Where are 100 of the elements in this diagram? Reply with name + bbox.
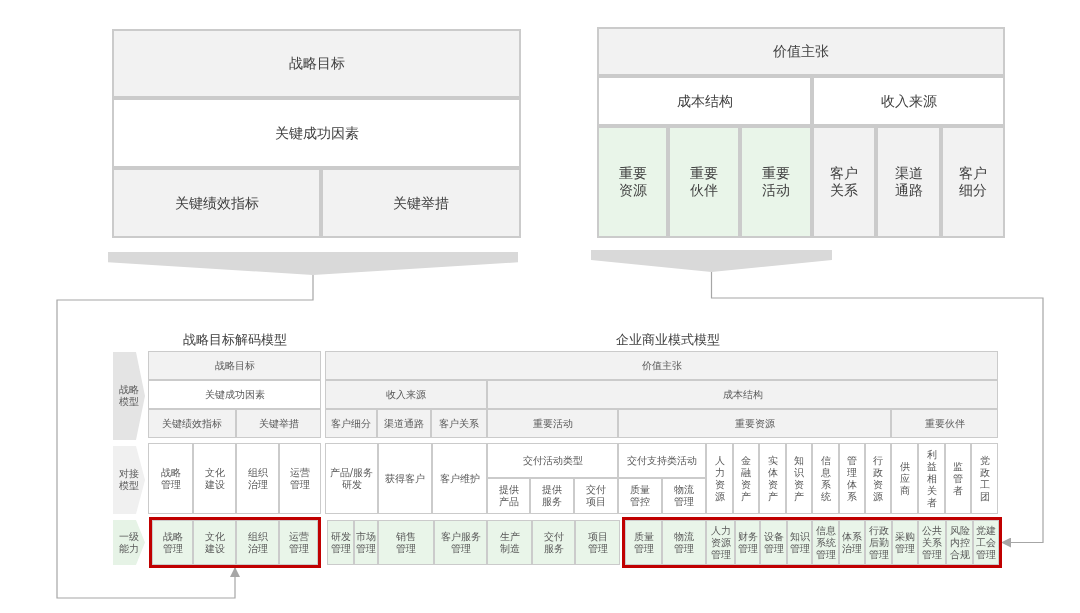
cell-text: 生产制造 (499, 530, 520, 555)
cell-text: 风险内控合规 (949, 524, 970, 561)
cell-text: 战略目标 (288, 55, 345, 72)
table-cell (325, 380, 487, 409)
cell-text: 体系治理 (842, 530, 862, 555)
table-cell (327, 520, 354, 565)
cell-text: 人力资源 (714, 454, 725, 503)
cell-text: 关键举措 (258, 417, 299, 430)
cell-text: 文化建设 (204, 466, 225, 491)
table-cell (487, 520, 532, 565)
table-cell (662, 478, 706, 514)
cell-text: 质量管控 (630, 484, 650, 508)
table-cell (618, 478, 662, 514)
table-cell (597, 76, 812, 126)
table-cell (812, 126, 876, 238)
cell-text: 组织治理 (247, 466, 268, 491)
table-cell (152, 520, 193, 565)
cell-text: 提供产品 (498, 484, 519, 508)
cell-text: 文化建设 (204, 530, 225, 555)
chevron-tab (113, 520, 145, 565)
cell-text: 交付活动类型 (522, 454, 583, 467)
table-cell (759, 443, 786, 514)
table-cell (812, 76, 1005, 126)
cell-text: 成本结构 (722, 388, 763, 401)
table-cell (865, 443, 891, 514)
table-cell (434, 520, 487, 565)
table-cell (431, 409, 487, 438)
table-cell (279, 443, 321, 514)
cell-text: 价值主张 (641, 359, 682, 372)
table-cell (892, 520, 918, 565)
table-cell (625, 520, 662, 565)
table-cell (733, 443, 759, 514)
table-cell (597, 126, 668, 238)
cell-text: 提供服务 (542, 484, 562, 508)
table-cell (148, 351, 321, 380)
cell-text: 信息系统管理 (815, 524, 836, 561)
cell-text: 关键绩效指标 (162, 417, 222, 430)
table-cell (236, 409, 321, 438)
table-cell (487, 409, 618, 438)
table-cell (662, 520, 706, 565)
cell-text: 产品/服务研发 (328, 466, 375, 491)
cell-text: 战略管理 (162, 530, 183, 555)
table-cell (839, 520, 865, 565)
table-cell (432, 443, 487, 514)
cell-text: 知识资产 (794, 454, 804, 503)
funnel-shape (108, 252, 518, 275)
table-cell (236, 520, 279, 565)
cell-text: 知识管理 (789, 530, 810, 555)
cell-text: 成本结构 (676, 92, 733, 110)
cell-text: 销售管理 (396, 530, 416, 555)
table-cell (236, 443, 279, 514)
table-cell (945, 443, 971, 514)
cell-text: 重要伙伴 (924, 417, 965, 430)
cell-text: 党建工会管理 (976, 524, 996, 561)
cell-text: 信息系统 (820, 454, 831, 503)
table-cell (148, 409, 236, 438)
table-cell (378, 443, 432, 514)
cell-text: 重要活动 (762, 165, 790, 199)
table-cell (148, 380, 321, 409)
table-cell (876, 126, 941, 238)
table-cell (891, 443, 918, 514)
cell-text: 物流管理 (674, 484, 694, 508)
cell-text: 收入来源 (880, 92, 937, 110)
table-cell (941, 126, 1005, 238)
cell-text: 行政资源 (873, 454, 883, 503)
cell-text: 关键绩效指标 (174, 194, 259, 212)
cell-text: 客户关系 (830, 165, 858, 199)
table-cell (812, 443, 839, 514)
table-cell (487, 380, 998, 409)
cell-text: 管理体系 (847, 454, 857, 503)
cell-text: 金融资产 (741, 454, 751, 503)
table-cell (325, 443, 378, 514)
cell-text: 研发管理 (330, 530, 351, 555)
table-cell (325, 409, 377, 438)
table-cell (532, 520, 575, 565)
table-cell (618, 409, 891, 438)
table-cell (112, 29, 521, 98)
cell-text: 交付项目 (586, 484, 606, 508)
cell-text: 实体资产 (767, 454, 778, 503)
cell-text: 战略管理 (160, 466, 181, 491)
table-cell (148, 443, 193, 514)
cell-text: 获得客户 (385, 472, 425, 485)
cell-text: 运营管理 (290, 466, 310, 491)
table-cell (321, 168, 521, 238)
table-cell (325, 351, 998, 380)
table-cell (354, 520, 378, 565)
cell-text: 关键成功因素 (204, 388, 265, 401)
cell-text: 一级能力 (119, 530, 139, 555)
table-cell (891, 409, 998, 438)
cell-text: 人力资源管理 (710, 524, 731, 561)
table-cell (193, 520, 236, 565)
table-cell (574, 478, 618, 514)
cell-text: 战略目标 (214, 359, 255, 372)
table-cell (112, 98, 521, 168)
cell-text: 关键成功因素 (274, 124, 359, 142)
cell-text: 市场管理 (356, 530, 376, 555)
cell-text: 利益相关者 (926, 448, 937, 509)
cell-text: 重要资源 (734, 417, 775, 430)
cell-text: 交付支持类活动 (627, 454, 697, 467)
table-cell (193, 443, 236, 514)
